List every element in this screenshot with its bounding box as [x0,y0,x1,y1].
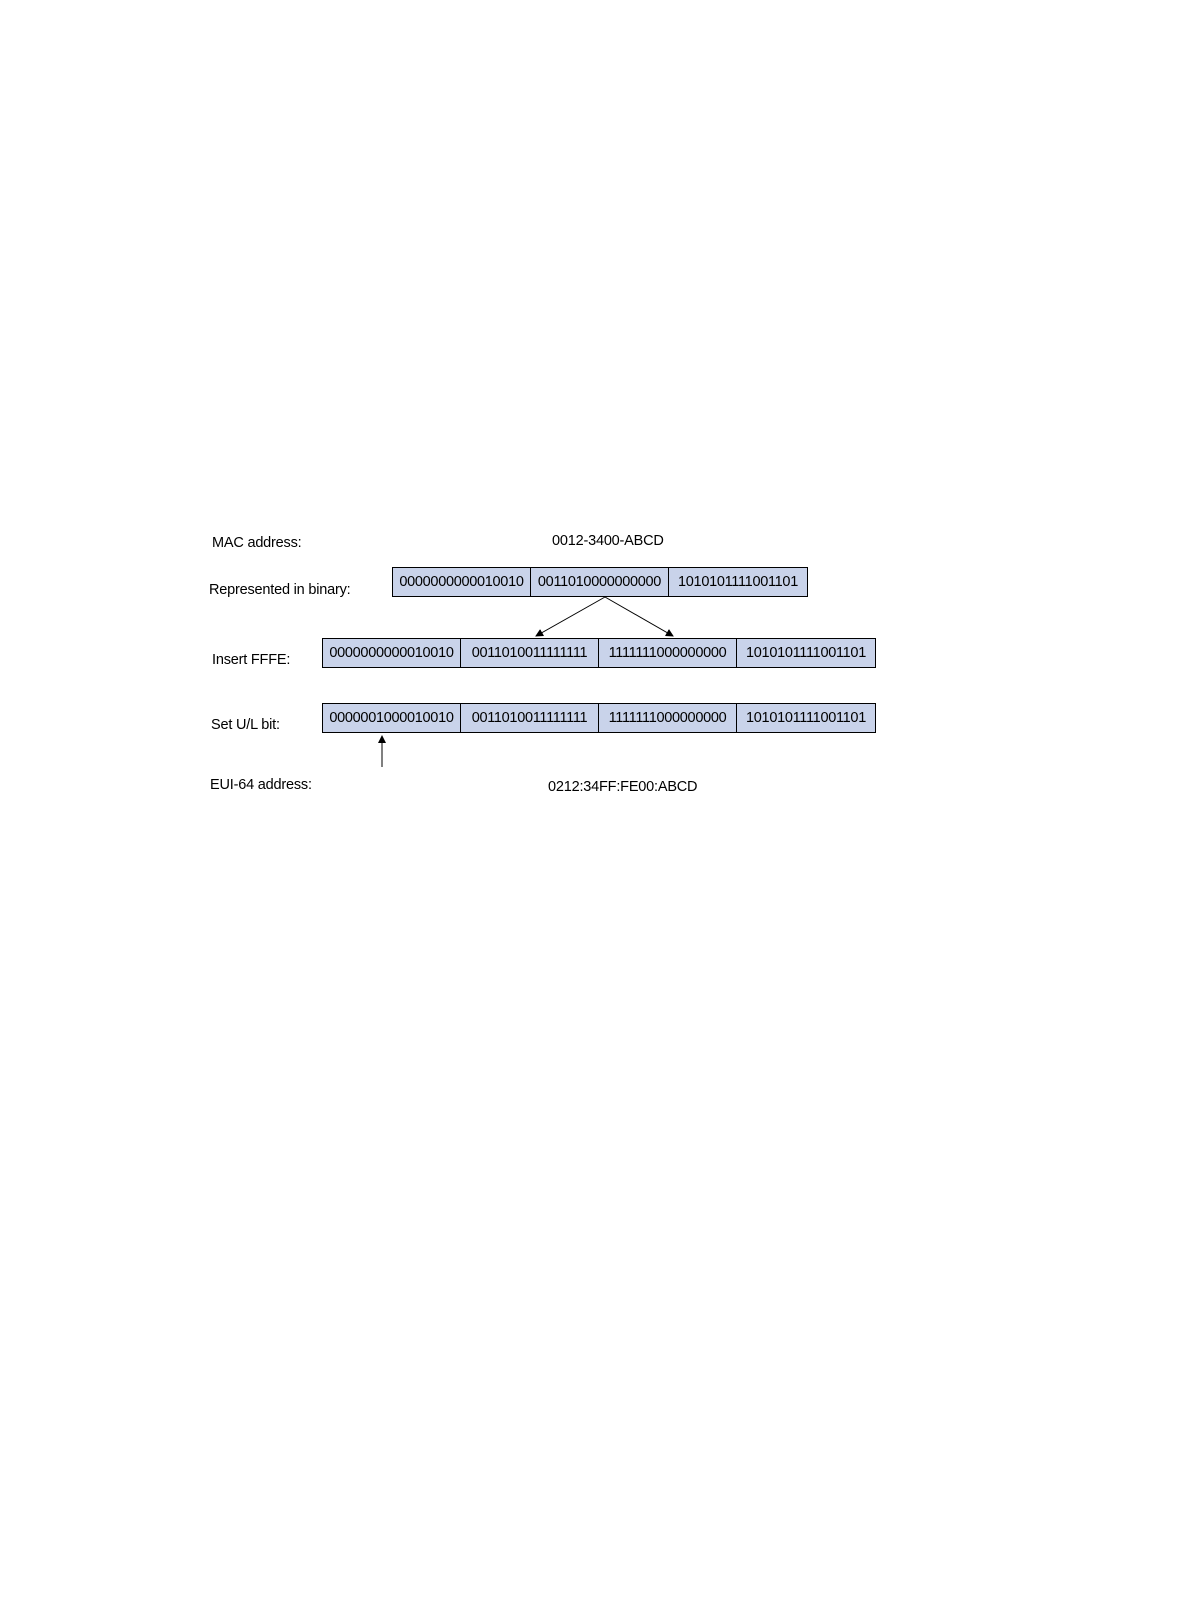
ulbit-cell-2: 0011010011111111 [461,704,599,732]
set-ul-bit-bits-row: 0000001000010010 0011010011111111 111111… [322,703,876,733]
binary-cell-1: 0000000000010010 [393,568,531,596]
mac-address-label: MAC address: [212,535,301,551]
binary-cell-2: 0011010000000000 [531,568,669,596]
set-ul-bit-label: Set U/L bit: [211,717,280,733]
binary-cell-3: 1010101111001101 [669,568,807,596]
eui64-value: 0212:34FF:FE00:ABCD [548,779,697,795]
insert-cell-1: 0000000000010010 [323,639,461,667]
binary-label: Represented in binary: [209,582,351,598]
insert-cell-4: 1010101111001101 [737,639,875,667]
insert-cell-3: 1111111000000000 [599,639,737,667]
split-arrow-right [605,597,673,636]
insert-cell-2: 0011010011111111 [461,639,599,667]
insert-fffe-bits-row: 0000000000010010 0011010011111111 111111… [322,638,876,668]
ulbit-cell-3: 1111111000000000 [599,704,737,732]
ulbit-cell-4: 1010101111001101 [737,704,875,732]
mac-address-value: 0012-3400-ABCD [552,533,664,549]
ulbit-cell-1: 0000001000010010 [323,704,461,732]
insert-fffe-label: Insert FFFE: [212,652,290,668]
binary-bits-row: 0000000000010010 0011010000000000 101010… [392,567,808,597]
split-arrow-left [536,597,605,636]
eui64-label: EUI-64 address: [210,777,312,793]
